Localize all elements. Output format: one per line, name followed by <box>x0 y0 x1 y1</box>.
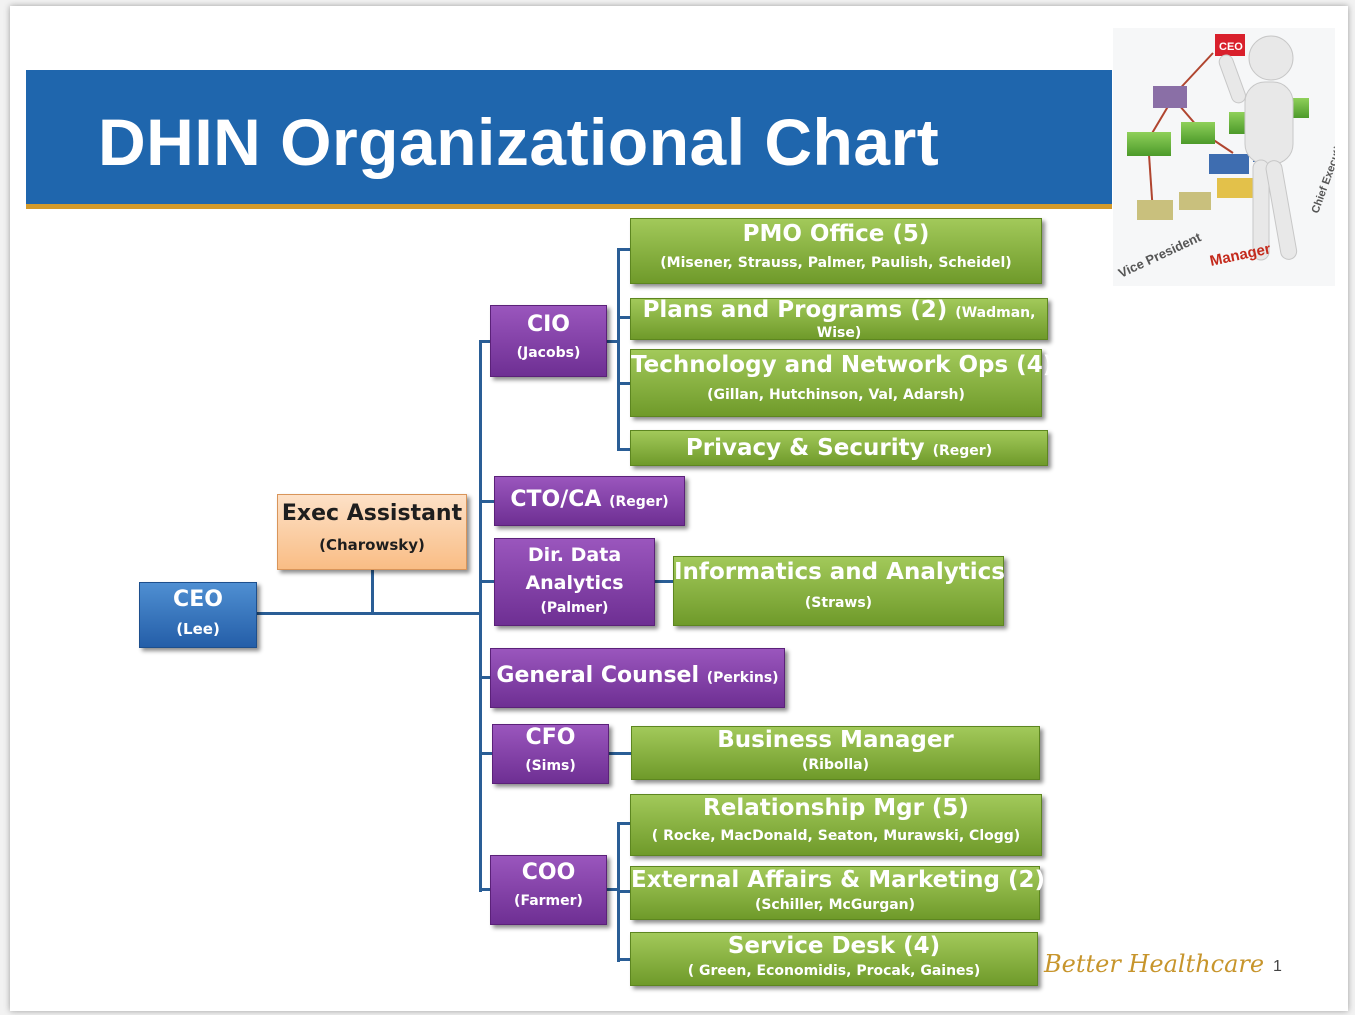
svg-text:Manager: Manager <box>1208 240 1272 269</box>
cto-box: CTO/CA (Reger) <box>494 476 685 526</box>
business-manager-box: Business Manager (Ribolla) <box>631 726 1040 780</box>
connector-dir-informatics <box>655 580 673 583</box>
page-number: 1 <box>1273 958 1282 975</box>
plans-box: Plans and Programs (2) (Wadman, Wise) <box>630 297 1048 341</box>
cio-name: (Jacobs) <box>516 345 581 362</box>
connector-tech <box>617 382 631 385</box>
connector-external <box>617 890 631 893</box>
connector-cio <box>479 340 491 343</box>
ceo-title: CEO <box>173 587 223 612</box>
counsel-title: General Counsel <box>496 663 700 688</box>
cfo-name: (Sims) <box>525 758 576 775</box>
connector-counsel <box>479 676 491 679</box>
ceo-box: CEO (Lee) <box>139 582 257 648</box>
informatics-name: (Straws) <box>804 595 873 612</box>
page-title: DHIN Organizational Chart <box>98 105 940 179</box>
connector-exec-assistant <box>371 570 374 614</box>
plans-names-part2: Wise) <box>816 325 862 341</box>
external-affairs-title: External Affairs & Marketing (2) <box>631 867 1045 893</box>
ceo-name: (Lee) <box>176 620 220 639</box>
pmo-box: PMO Office (5) (Misener, Strauss, Palmer… <box>630 218 1042 284</box>
counsel-box: General Counsel (Perkins) <box>490 648 785 708</box>
privacy-box: Privacy & Security (Reger) <box>630 430 1048 466</box>
connector-cfo <box>479 752 493 755</box>
pmo-title: PMO Office (5) <box>742 221 930 247</box>
tech-ops-title: Technology and Network Ops (4) <box>631 352 1054 378</box>
relationship-names: ( Rocke, MacDonald, Seaton, Murawski, Cl… <box>651 828 1021 845</box>
footer-tagline: Better Healthcare <box>1044 950 1265 978</box>
service-desk-title: Service Desk (4) <box>727 933 941 959</box>
tech-ops-box: Technology and Network Ops (4) (Gillan, … <box>630 349 1054 417</box>
connector-privacy <box>617 448 631 451</box>
cfo-box: CFO (Sims) <box>492 724 609 784</box>
connector-cfo-business <box>608 752 632 755</box>
service-desk-names: ( Green, Economidis, Procak, Gaines) <box>687 963 981 980</box>
plans-names-part1: (Wadman, <box>955 305 1036 321</box>
connector-relationship <box>617 822 631 825</box>
business-manager-title: Business Manager <box>717 727 954 753</box>
external-affairs-names: (Schiller, McGurgan) <box>754 897 916 914</box>
svg-text:CEO: CEO <box>1219 41 1243 53</box>
org-chart-clipart-icon: CEO Vice President Manager Chief Executi… <box>1113 28 1349 286</box>
connector-cto <box>479 500 495 503</box>
connector-ceo-trunk <box>256 612 482 615</box>
business-manager-name: (Ribolla) <box>801 757 870 774</box>
cto-name: (Reger) <box>609 494 669 510</box>
service-desk-box: Service Desk (4) ( Green, Economidis, Pr… <box>630 932 1038 986</box>
counsel-name: (Perkins) <box>706 670 779 686</box>
coo-title: COO <box>521 860 576 885</box>
tech-ops-names: (Gillan, Hutchinson, Val, Adarsh) <box>707 387 965 404</box>
connector-plans <box>617 316 631 319</box>
cio-title: CIO <box>526 312 571 337</box>
connector-main-spine <box>479 340 482 892</box>
connector-cio-spine <box>617 248 620 450</box>
dir-data-box: Dir. Data Analytics (Palmer) <box>494 538 655 626</box>
cto-title: CTO/CA <box>510 487 602 512</box>
cio-box: CIO (Jacobs) <box>490 305 607 377</box>
exec-assistant-title: Exec Assistant <box>281 501 463 526</box>
exec-assistant-name: (Charowsky) <box>319 536 425 555</box>
relationship-title: Relationship Mgr (5) <box>703 795 969 821</box>
dir-data-name: (Palmer) <box>540 600 609 616</box>
dir-data-line1: Dir. Data <box>527 544 622 566</box>
connector-service <box>617 958 631 961</box>
svg-text:Vice President: Vice President <box>1116 229 1204 281</box>
exec-assistant-box: Exec Assistant (Charowsky) <box>277 494 467 570</box>
plans-title: Plans and Programs (2) <box>642 297 948 323</box>
connector-cio-out <box>606 340 620 343</box>
connector-coo-out <box>606 888 620 891</box>
privacy-title: Privacy & Security <box>685 435 925 461</box>
connector-dir-data <box>479 580 495 583</box>
external-affairs-box: External Affairs & Marketing (2) (Schill… <box>630 866 1045 920</box>
coo-box: COO (Farmer) <box>490 855 607 925</box>
dir-data-line2: Analytics <box>525 572 624 594</box>
relationship-box: Relationship Mgr (5) ( Rocke, MacDonald,… <box>630 794 1042 856</box>
informatics-title: Informatics and Analytics <box>674 559 1005 585</box>
informatics-box: Informatics and Analytics (Straws) <box>673 556 1005 626</box>
svg-text:Chief Executive: Chief Executive <box>1310 134 1335 215</box>
cfo-title: CFO <box>525 725 576 750</box>
title-bar: DHIN Organizational Chart <box>26 70 1112 209</box>
coo-name: (Farmer) <box>514 893 583 910</box>
privacy-name: (Reger) <box>932 443 993 459</box>
connector-pmo <box>617 248 631 251</box>
connector-coo <box>479 888 491 891</box>
pmo-names: (Misener, Strauss, Palmer, Paulish, Sche… <box>660 255 1012 272</box>
